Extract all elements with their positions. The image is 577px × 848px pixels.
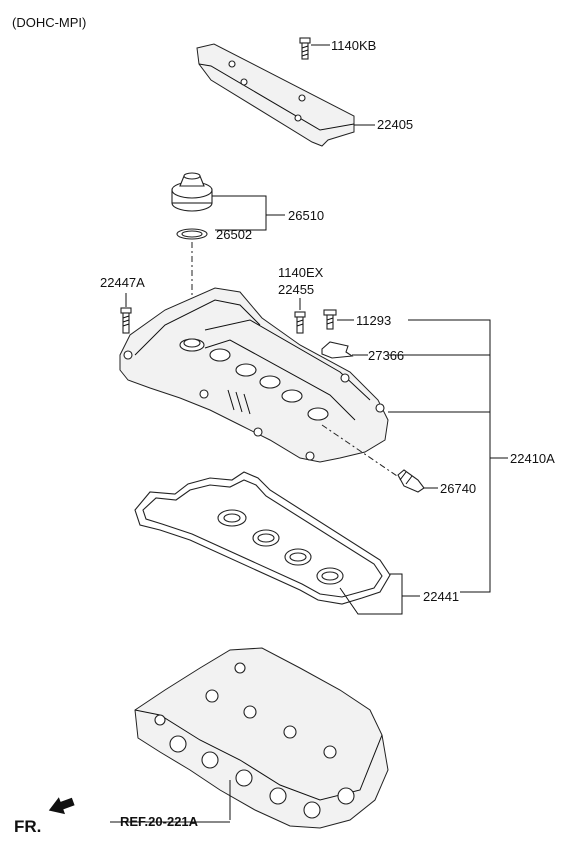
label-22405: 22405 — [377, 117, 413, 132]
gasket-22441-drawing — [134, 471, 391, 605]
label-reference: REF.20-221A — [120, 814, 199, 829]
bolt-1140kb-drawing — [299, 37, 311, 60]
label-26510: 26510 — [288, 208, 324, 223]
label-1140kb: 1140KB — [331, 38, 376, 53]
label-26740: 26740 — [440, 481, 476, 496]
pcv-valve-drawing — [397, 469, 425, 493]
front-direction-arrow-icon — [48, 797, 75, 815]
engine-cover-drawing — [196, 43, 355, 147]
diagram-title: (DOHC-MPI) — [12, 15, 86, 30]
label-11293: 11293 — [356, 313, 391, 328]
label-1140ex: 1140EX — [278, 265, 324, 280]
label-22455: 22455 — [278, 282, 314, 297]
bracket-27366-drawing — [321, 341, 354, 359]
direction-label: FR. — [14, 817, 41, 836]
label-22447a: 22447A — [100, 275, 145, 290]
bolt-22447a-drawing — [120, 307, 132, 334]
bolt-22455-drawing — [294, 311, 306, 334]
label-26502: 26502 — [216, 227, 252, 242]
label-22410a: 22410A — [510, 451, 555, 466]
label-22441: 22441 — [423, 589, 459, 604]
cylinder-head-drawing — [134, 647, 389, 829]
bolt-11293-drawing — [323, 309, 337, 330]
label-27366: 27366 — [368, 348, 404, 363]
oil-filler-cap-drawing — [171, 172, 213, 240]
rocker-cover-drawing — [119, 287, 389, 463]
